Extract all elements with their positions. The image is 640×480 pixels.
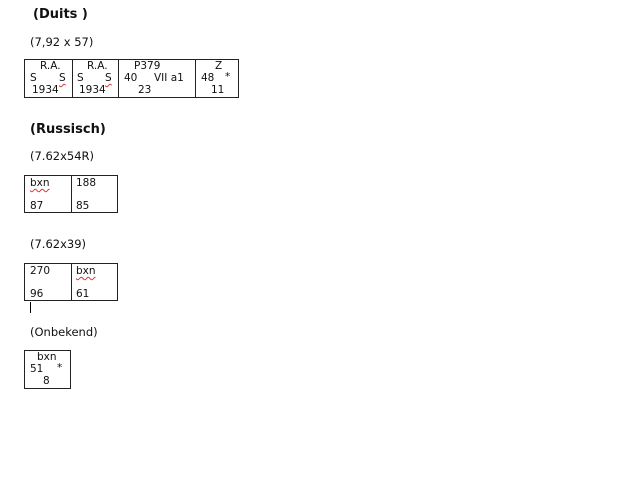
cell-right: * <box>225 71 231 83</box>
cell-top: bxn <box>37 351 57 363</box>
cell-bottom: 8 <box>43 375 50 387</box>
cell-top: Z <box>215 60 223 72</box>
headstamp-table-7-62x54r: bxn 188 87 85 <box>24 175 118 213</box>
caliber-russisch-2: (7.62x39) <box>30 237 87 251</box>
caliber-duits: (7,92 x 57) <box>30 35 94 49</box>
headstamp-table-7-62x39: 270 bxn 96 61 <box>24 263 118 301</box>
headstamp-table-duits: R.A. S S 1934 R.A. S S 1934 P379 40 VII … <box>24 59 239 98</box>
cell-bottom-left: 96 <box>30 288 44 300</box>
caliber-russisch-1: (7.62x54R) <box>30 149 95 163</box>
cell-top: P379 <box>134 60 161 72</box>
cell-top: R.A. <box>87 60 108 72</box>
heading-russisch: (Russisch) <box>30 122 106 137</box>
cell-bottom: 23 <box>138 84 152 96</box>
headstamp-cell: P379 40 VII a1 23 <box>118 60 196 97</box>
text-cursor <box>30 302 31 313</box>
headstamp-cell: R.A. S S 1934 <box>25 60 73 97</box>
cell-bottom: 1934 <box>32 84 59 96</box>
cell-top-right: 188 <box>76 177 97 189</box>
heading-duits: (Duits ) <box>33 7 88 22</box>
divider <box>71 176 72 212</box>
cell-right: VII a1 <box>154 72 184 84</box>
cell-top: R.A. <box>40 60 61 72</box>
cell-right: S <box>59 72 66 84</box>
cell-bottom-right: 85 <box>76 200 90 212</box>
headstamp-cell: R.A. S S 1934 <box>72 60 119 97</box>
cell-left: 40 <box>124 72 138 84</box>
cell-right: * <box>57 362 63 374</box>
cell-left: S <box>77 72 84 84</box>
cell-bottom-left: 87 <box>30 200 44 212</box>
cell-bottom-right: 61 <box>76 288 90 300</box>
cell-top-left: 270 <box>30 265 51 277</box>
headstamp-cell: Z 48 * 11 <box>195 60 239 97</box>
cell-top-left: bxn <box>30 177 50 189</box>
cell-right: S <box>105 72 112 84</box>
headstamp-table-onbekend: bxn 51 * 8 <box>24 350 71 389</box>
cell-left: 48 <box>201 72 215 84</box>
cell-left: 51 <box>30 363 44 375</box>
divider <box>71 264 72 300</box>
cell-bottom: 1934 <box>79 84 106 96</box>
cell-top-right: bxn <box>76 265 96 277</box>
heading-onbekend: (Onbekend) <box>30 325 98 339</box>
cell-left: S <box>30 72 37 84</box>
cell-bottom: 11 <box>211 84 225 96</box>
